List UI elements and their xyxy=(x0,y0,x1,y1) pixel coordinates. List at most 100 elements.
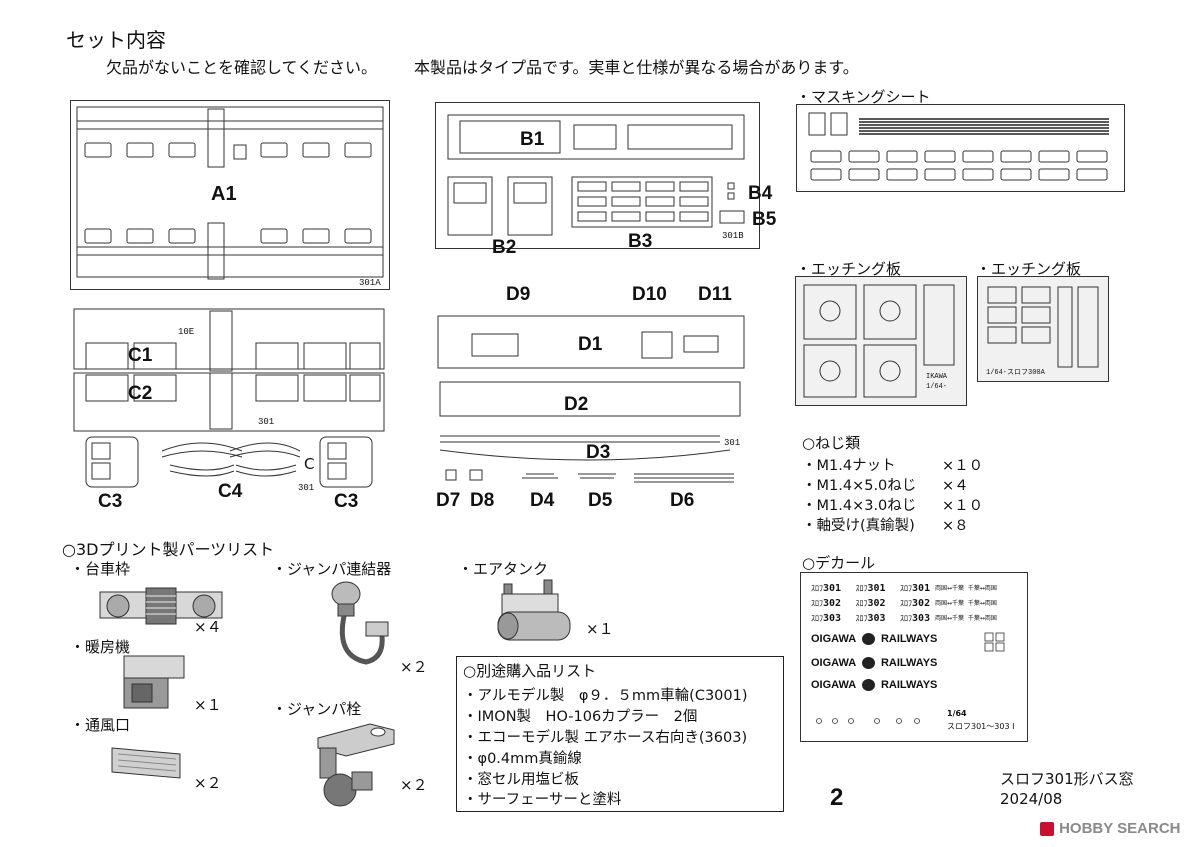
decal-prefix: ｽﾛﾌ xyxy=(900,614,913,623)
decal-brand-right: RAILWAYS xyxy=(880,657,938,669)
sheet-c-code-mid: 301 xyxy=(258,417,275,427)
decal-num-302: 302 xyxy=(823,598,842,609)
decal-prefix: ｽﾛﾌ xyxy=(855,584,868,593)
sheet-a-code: 301A xyxy=(359,278,381,288)
sheet-b: B1 B2 B3 B4 B5 301B xyxy=(435,102,776,258)
part-label-d5: D5 xyxy=(588,490,613,511)
decal-brand-right: RAILWAYS xyxy=(880,633,938,645)
screw-item-2-name: ・M1.4×5.0ねじ xyxy=(802,478,917,494)
etching-plate-2: 1/64-スロフ300A xyxy=(977,276,1109,382)
sheet-a: A1 301A xyxy=(70,100,390,290)
bogie-label: ・台車枠 xyxy=(70,560,131,578)
heater-icon xyxy=(123,655,185,709)
part-label-d10: D10 xyxy=(632,284,667,305)
decal-title: ○デカール xyxy=(802,554,876,572)
screws-title: ○ねじ類 xyxy=(802,434,861,452)
decal-prefix: ｽﾛﾌ xyxy=(811,599,823,608)
etching-plate-title-1: ・エッチング板 xyxy=(796,260,902,278)
part-label-b3: B3 xyxy=(628,231,653,252)
decal-num-302: 302 xyxy=(867,598,886,609)
decal-row-3: ｽﾛﾌ303 ｽﾛﾌ303 ｽﾛﾌ303 xyxy=(811,611,930,626)
decal-model: スロフ301～303 I xyxy=(947,722,1015,731)
screw-item-1-qty: ×１０ xyxy=(942,458,984,474)
air-tank-icon xyxy=(497,579,571,641)
decal-prefix: ｽﾛﾌ xyxy=(900,584,913,593)
jumper-coupler-icon xyxy=(331,581,389,665)
part-label-d3: D3 xyxy=(586,442,611,463)
bogie-frame-icon xyxy=(99,587,223,625)
decal-prefix: ｽﾛﾌ xyxy=(900,599,913,608)
etching-plate-title-2: ・エッチング板 xyxy=(976,260,1082,278)
sheet-c: 10E 301 301 C C1 C2 C3 C4 C3 xyxy=(70,305,390,512)
part-label-d8: D8 xyxy=(470,490,495,511)
sheet-c-code-upper: 10E xyxy=(178,327,195,337)
purchase-list-title: ○別途購入品リスト xyxy=(463,662,597,680)
type-product-note: 本製品はタイプ品です。実車と仕様が異なる場合があります。 xyxy=(414,58,859,77)
part-label-c3-left: C3 xyxy=(98,491,123,512)
etching-plate-1-drawing xyxy=(803,284,955,398)
jumper-plug-icon xyxy=(317,723,395,807)
part-label-b5: B5 xyxy=(752,209,777,230)
decal-dest-b: 千葉↔両国 xyxy=(967,615,997,622)
decal-brand-left: OIGAWA xyxy=(811,633,856,645)
sheet-c-letter: C xyxy=(304,455,315,473)
masking-sheet-title: ・マスキングシート xyxy=(796,88,931,106)
etching-plate-2-code: 1/64-スロフ300A xyxy=(986,369,1045,377)
sheet-c-code-lower: 301 xyxy=(298,483,315,493)
decal-num-303: 303 xyxy=(912,613,931,624)
bogie-qty: ×４ xyxy=(194,618,222,636)
decal-brand-left: OIGAWA xyxy=(811,679,856,691)
part-label-c3-right: C3 xyxy=(334,491,359,512)
decal-logo-icon xyxy=(861,679,875,692)
sheet-c-drawing xyxy=(73,308,385,488)
part-label-b2: B2 xyxy=(492,237,517,258)
etching-plate-1: IKAWA 1/64- xyxy=(795,276,967,406)
screw-item-4-name: ・軸受け(真鍮製) xyxy=(802,518,915,534)
missing-parts-note: 欠品がないことを確認してください。 xyxy=(106,58,378,77)
vent-label: ・通風口 xyxy=(70,716,131,734)
etching-plate-1-code-b: 1/64- xyxy=(926,383,948,391)
vent-qty: ×２ xyxy=(194,774,222,792)
air-tank-qty: ×１ xyxy=(586,620,614,638)
sheet-d: D9 D10 D11 D1 D2 D3 301 D7 D8 D4 D5 D6 xyxy=(430,280,760,514)
decal-brand-right: RAILWAYS xyxy=(880,679,938,691)
decal-num-301: 301 xyxy=(867,583,886,594)
decal-scale: 1/64 xyxy=(947,709,967,718)
purchase-item-1: ・アルモデル製 φ９．５mm車輪(C3001) xyxy=(463,688,748,704)
part-label-d2: D2 xyxy=(564,394,589,415)
part-label-d7: D7 xyxy=(436,490,461,511)
air-tank-label: ・エアタンク xyxy=(458,560,549,578)
decal-logo-icon xyxy=(861,657,875,670)
screw-item-1-name: ・M1.4ナット xyxy=(802,458,896,474)
etching-plate-1-code-a: IKAWA xyxy=(926,373,948,381)
part-label-c2: C2 xyxy=(128,383,153,404)
part-label-d11: D11 xyxy=(698,284,732,305)
jumper-coupler-label: ・ジャンパ連結器 xyxy=(272,560,392,578)
page-title: セット内容 xyxy=(66,28,166,52)
hobby-search-logo-icon xyxy=(1040,821,1054,836)
jumper-plug-qty: ×２ xyxy=(400,776,428,794)
decal-sheet: ｽﾛﾌ301 ｽﾛﾌ301 ｽﾛﾌ301 ｽﾛﾌ302 ｽﾛﾌ302 ｽﾛﾌ30… xyxy=(800,572,1028,742)
decal-brand-left: OIGAWA xyxy=(811,657,856,669)
purchase-item-4: ・φ0.4mm真鍮線 xyxy=(463,751,582,767)
decal-prefix: ｽﾛﾌ xyxy=(855,614,868,623)
decal-row-2: ｽﾛﾌ302 ｽﾛﾌ302 ｽﾛﾌ302 xyxy=(811,596,930,611)
decal-num-301: 301 xyxy=(823,583,842,594)
purchase-item-3: ・エコーモデル製 エアホース右向き(3603) xyxy=(463,730,748,746)
part-label-b4: B4 xyxy=(748,183,773,204)
part-label-d1: D1 xyxy=(578,334,603,355)
part-label-d9: D9 xyxy=(506,284,531,305)
purchase-item-2: ・IMON製 HO-106カプラー 2個 xyxy=(463,709,698,725)
product-date: 2024/08 xyxy=(1000,790,1063,808)
purchase-list-box: ○別途購入品リスト ・アルモデル製 φ９．５mm車輪(C3001) ・IMON製… xyxy=(456,656,784,812)
decal-dest-b: 千葉↔両国 xyxy=(967,600,997,607)
etching-plate-2-drawing xyxy=(987,286,1099,368)
decal-dest-a: 両国↔千葉 xyxy=(935,615,965,622)
part-label-b1: B1 xyxy=(520,129,545,150)
decal-brand-row-2: OIGAWA RAILWAYS xyxy=(811,657,938,670)
part-label-c1: C1 xyxy=(128,345,153,366)
screw-item-3-name: ・M1.4×3.0ねじ xyxy=(802,498,917,514)
part-label-a1: A1 xyxy=(211,183,237,205)
screw-item-2-qty: ×４ xyxy=(942,478,969,494)
purchase-item-6: ・サーフェーサーと塗料 xyxy=(463,792,622,808)
